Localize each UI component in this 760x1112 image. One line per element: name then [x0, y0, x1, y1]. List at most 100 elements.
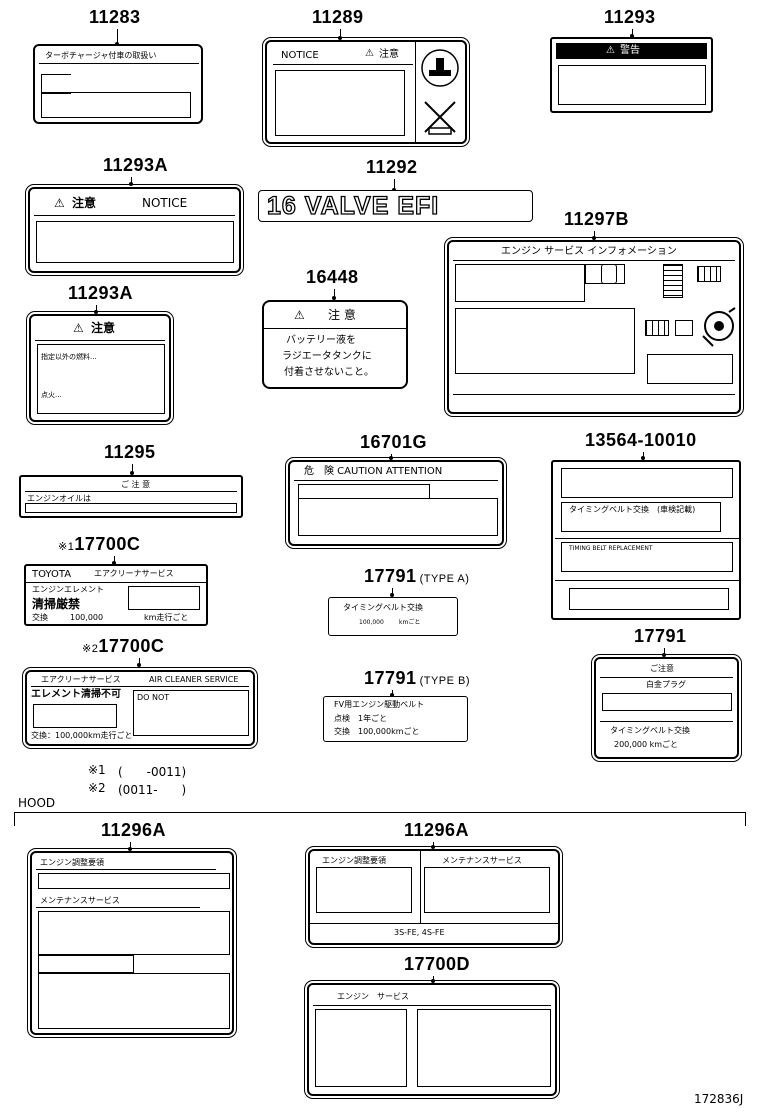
label-row: km走行ごと	[144, 613, 189, 622]
grid-icon	[697, 266, 721, 282]
part-number-11289: 11289	[312, 7, 364, 27]
label-17700c-type2: エアクリーナサービス AIR CLEANER SERVICE エレメント清掃不可…	[22, 667, 258, 749]
leader-dot	[592, 236, 596, 240]
blank-area	[455, 264, 585, 302]
note-2-range: (0011- )	[118, 783, 187, 797]
label-17791: ご注意 白金プラグ タイミングベルト交換 200,000 kmごと	[591, 654, 742, 762]
label-title: エンジン サービス	[337, 992, 409, 1001]
label-row: 白金プラグ	[646, 680, 686, 689]
part-number-17791-type-b: 17791(TYPE B)	[364, 668, 470, 689]
section-bracket	[14, 812, 15, 826]
engine-icon	[702, 307, 736, 347]
blank-area	[558, 65, 706, 105]
leader-line	[96, 305, 97, 313]
label-11293a-notice: ⚠ 注意 NOTICE	[25, 184, 244, 276]
label-brand: TOYOTA	[32, 569, 72, 580]
leader-line	[117, 29, 118, 44]
divider	[31, 686, 249, 687]
warning-header	[556, 43, 707, 59]
label-11296a-left: エンジン調整要領 メンテナンスサービス	[27, 848, 237, 1038]
note-1-mark: ※1	[88, 763, 106, 777]
label-title: エンジン サービス インフォメーション	[501, 246, 677, 257]
divider	[36, 869, 216, 870]
leader-dot	[431, 845, 435, 849]
blank-area	[455, 308, 635, 374]
tool-icon	[421, 49, 459, 87]
label-row: 指定以外の燃料...	[41, 353, 97, 361]
label-row: 200,000 kmごと	[614, 740, 679, 749]
label-16701g: 危 険 CAUTION ATTENTION	[285, 457, 507, 549]
part-number-11296a: 11296A	[101, 820, 167, 840]
leader-dot	[332, 296, 336, 300]
leader-line	[139, 658, 140, 666]
note-mark: ※2	[82, 643, 99, 655]
warning-icon: ⚠	[606, 45, 615, 56]
leader-dot	[112, 561, 116, 565]
leader-dot	[338, 36, 342, 40]
label-row: エンジンエレメント	[32, 585, 104, 594]
label-17791-type-a: タイミングベルト交換 100,000 kmごと	[328, 597, 458, 636]
part-number-text: 17791	[364, 668, 417, 688]
blank-area	[33, 704, 117, 728]
label-title: エアクリーナサービス	[41, 675, 121, 684]
divider	[453, 260, 735, 261]
label-11293a-caution: ⚠ 注意 指定以外の燃料... 点火...	[26, 311, 174, 425]
leader-line	[130, 842, 131, 850]
label-row: DO NOT	[137, 693, 170, 702]
label-title: エアクリーナサービス	[94, 569, 174, 578]
label-title: エンジン調整要領	[40, 858, 104, 867]
blank-area	[602, 693, 732, 711]
oil-cap-icon	[601, 264, 617, 284]
leader-dot	[390, 593, 394, 597]
divider	[420, 851, 421, 923]
part-number-text: 17700C	[98, 636, 165, 656]
leader-line	[132, 464, 133, 474]
blank-area	[275, 70, 405, 136]
part-number-11293a: 11293A	[68, 283, 134, 303]
label-right-title: メンテナンスサービス	[442, 856, 522, 865]
label-title: AIR CLEANER SERVICE	[149, 675, 239, 684]
part-number-17700c-type1: ※117700C	[58, 534, 140, 555]
leader-dot	[641, 456, 645, 460]
grid-icon	[645, 320, 669, 336]
label-line: 100,000	[359, 619, 384, 626]
leader-dot	[390, 693, 394, 697]
blank-area	[25, 503, 237, 513]
label-row: (車検記載)	[657, 505, 696, 514]
label-title: 危 険 CAUTION ATTENTION	[304, 466, 443, 477]
leader-dot	[129, 182, 133, 186]
label-11283: ターボチャージャ付車の取扱い	[33, 44, 203, 124]
label-line: タイミングベルト交換	[343, 603, 423, 612]
label-line: 点検 1年ごと	[334, 714, 388, 723]
part-number-17700d: 17700D	[404, 954, 471, 974]
leader-dot	[630, 34, 634, 38]
part-number-11297b: 11297B	[564, 209, 630, 229]
leader-line	[334, 289, 335, 299]
leader-line	[392, 588, 393, 596]
divider	[555, 580, 739, 581]
label-11296a-right: エンジン調整要領 メンテナンスサービス 3S-FE, 4S-FE	[305, 846, 563, 948]
divider	[25, 491, 237, 492]
divider	[555, 538, 739, 539]
blank-area	[41, 74, 71, 94]
divider	[294, 480, 498, 481]
label-line: FV用エンジン駆動ベルト	[334, 700, 425, 709]
warning-icon: ⚠	[365, 48, 374, 59]
part-number-16448: 16448	[306, 267, 359, 287]
part-number-11293: 11293	[604, 7, 656, 27]
label-11293: ⚠ 警告	[550, 37, 713, 113]
blank-area	[561, 502, 721, 532]
type-label: (TYPE A)	[419, 573, 470, 585]
part-number-11295: 11295	[104, 442, 156, 462]
blank-area	[561, 542, 733, 572]
divider	[26, 582, 206, 583]
blank-area	[561, 468, 733, 498]
label-17700c-type1: TOYOTA エアクリーナサービス エンジンエレメント 清掃厳禁 交換 100,…	[24, 564, 208, 626]
leader-dot	[137, 663, 141, 667]
label-13564-10010: タイミングベルト交換 (車検記載) TIMING BELT REPLACEMEN…	[551, 460, 741, 620]
warning-icon: ⚠	[294, 308, 305, 322]
label-row: TIMING BELT REPLACEMENT	[569, 545, 653, 552]
blank-area	[38, 873, 230, 889]
warning-icon: ⚠	[54, 196, 65, 210]
figure-id: 172836J	[694, 1092, 744, 1106]
